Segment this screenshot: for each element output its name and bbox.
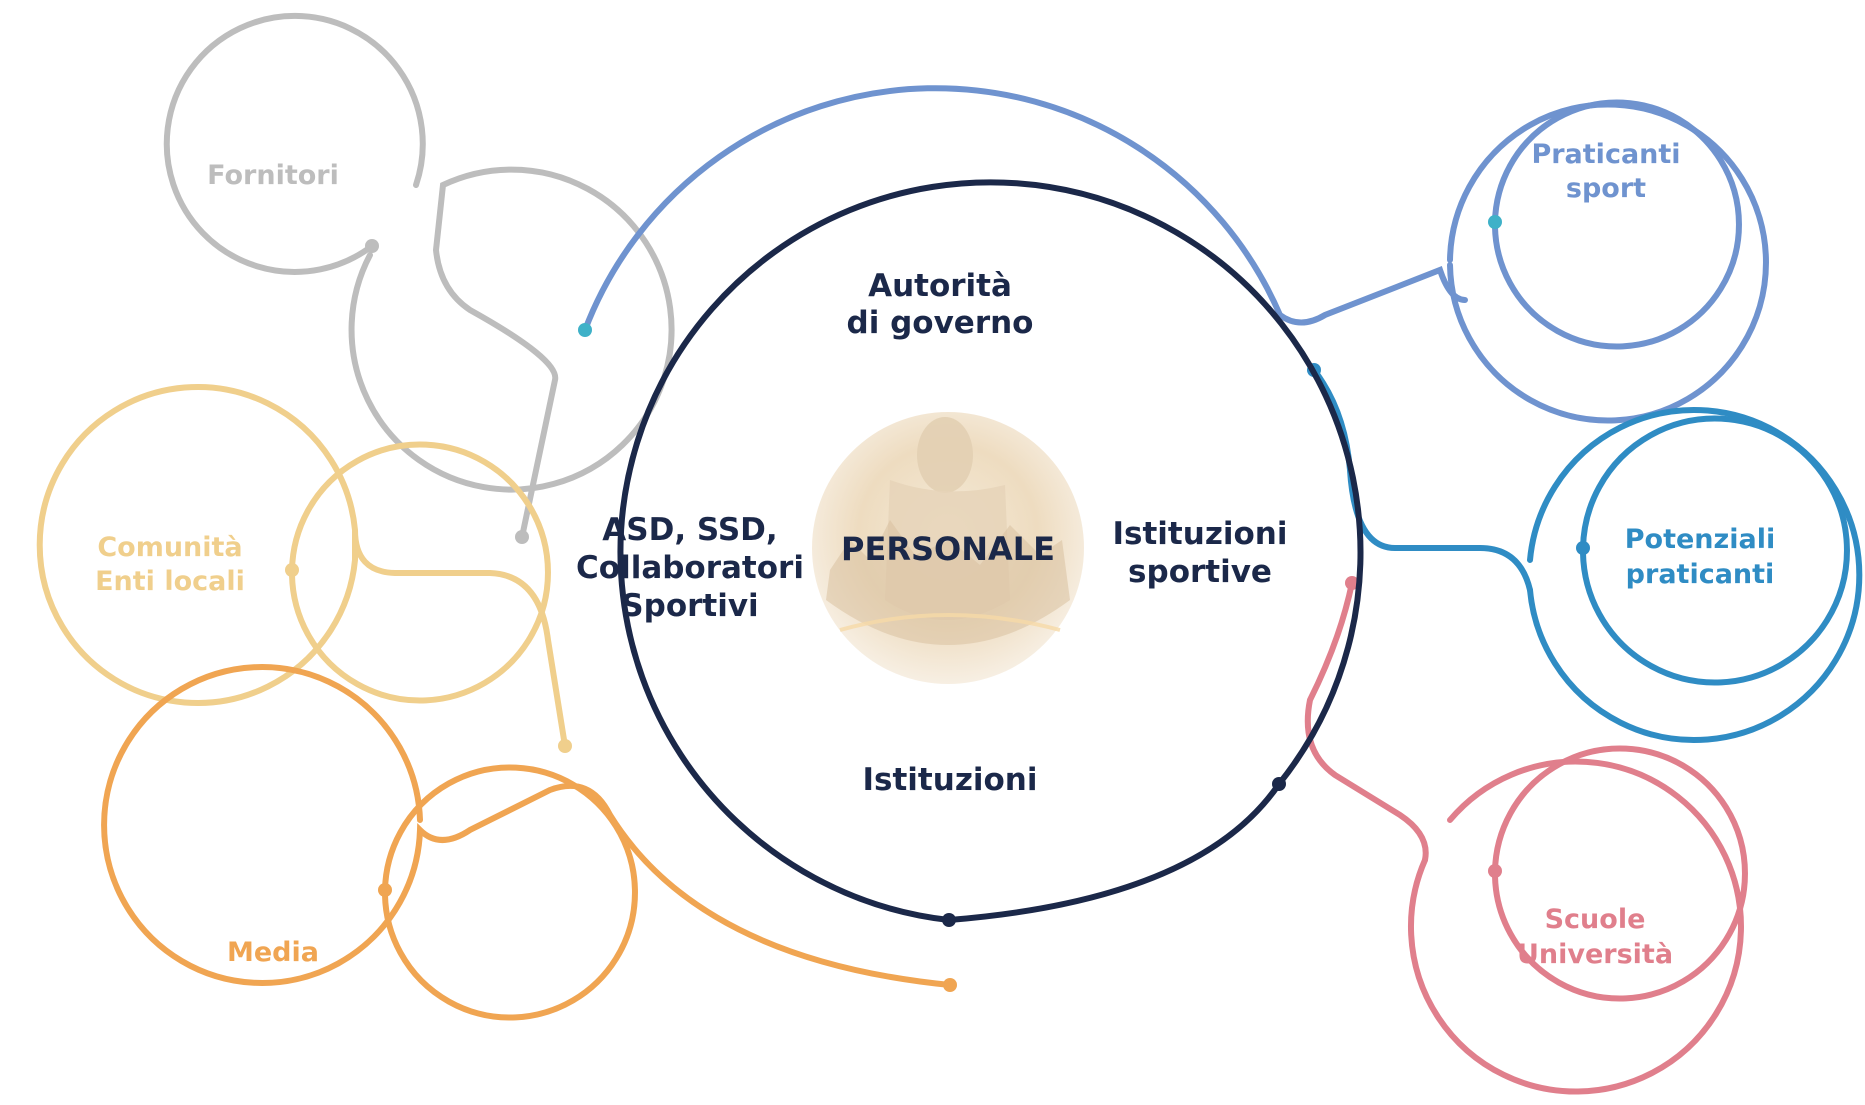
light-trails bbox=[839, 613, 1061, 632]
main-ring-path bbox=[617, 179, 1364, 923]
inner-label-left-line-3: Sportivi bbox=[621, 588, 758, 624]
comunita-label-line-1: Comunità bbox=[97, 532, 242, 563]
scuole-end-dot bbox=[1488, 864, 1502, 878]
media-end-dot bbox=[378, 883, 392, 897]
praticanti-node bbox=[578, 85, 1769, 424]
inner-label-top-line-1: Autorità bbox=[868, 268, 1012, 304]
inner-label-right-line-2: sportive bbox=[1128, 554, 1272, 590]
inner-label-left: ASD, SSD, Collaboratori Sportivi bbox=[576, 512, 804, 624]
praticanti-outer-ring bbox=[1447, 101, 1769, 424]
inner-label-top-line-2: di governo bbox=[847, 305, 1034, 341]
comunita-node bbox=[36, 384, 572, 753]
inner-label-left-line-1: ASD, SSD, bbox=[602, 512, 777, 548]
center-photo: PERSONALE bbox=[812, 412, 1084, 684]
main-ring-end-dot bbox=[1272, 777, 1286, 791]
main-ring-start-dot bbox=[942, 913, 956, 927]
scuole-label-line-2: Università bbox=[1517, 939, 1673, 970]
potenziali-label: Potenziali praticanti bbox=[1625, 524, 1775, 590]
inner-label-top: Autorità di governo bbox=[847, 268, 1034, 341]
praticanti-label-line-2: sport bbox=[1566, 173, 1646, 204]
inner-label-bottom-line-1: Istituzioni bbox=[863, 762, 1038, 798]
comunita-inner-spiral bbox=[289, 441, 551, 704]
praticanti-connector-dot bbox=[578, 323, 592, 337]
fornitori-outer-ring bbox=[348, 166, 675, 540]
media-node bbox=[101, 664, 957, 1021]
potenziali-inner-spiral bbox=[1580, 415, 1850, 686]
media-connector-dot bbox=[943, 978, 957, 992]
fornitori-inner-spiral bbox=[163, 12, 426, 275]
praticanti-inner-spiral bbox=[1492, 99, 1742, 350]
scuole-inner-spiral bbox=[1492, 745, 1748, 1002]
potenziali-outer-ring bbox=[1527, 407, 1863, 743]
main-ring bbox=[617, 179, 1364, 927]
athlete-silhouette bbox=[917, 417, 973, 493]
comunita-label: Comunità Enti locali bbox=[95, 532, 245, 597]
potenziali-end-dot bbox=[1576, 541, 1590, 555]
media-label: Media bbox=[227, 937, 319, 968]
inner-label-left-line-2: Collaboratori bbox=[576, 550, 804, 586]
media-inner-spiral bbox=[382, 764, 638, 1021]
scuole-connector-dot bbox=[1345, 576, 1359, 590]
praticanti-end-dot bbox=[1488, 215, 1502, 229]
media-label-line-1: Media bbox=[227, 937, 319, 968]
scuole-label: Scuole Università bbox=[1517, 904, 1673, 970]
potenziali-label-line-2: praticanti bbox=[1626, 559, 1775, 590]
fornitori-label-line-1: Fornitori bbox=[207, 160, 339, 191]
scuole-label-line-1: Scuole bbox=[1545, 904, 1646, 935]
fornitori-label: Fornitori bbox=[207, 160, 339, 191]
praticanti-label-line-1: Praticanti bbox=[1531, 139, 1680, 170]
inner-label-bottom: Istituzioni bbox=[863, 762, 1038, 798]
fornitori-node bbox=[163, 12, 675, 544]
potenziali-label-line-1: Potenziali bbox=[1625, 524, 1775, 555]
scuole-connector bbox=[1304, 580, 1429, 863]
inner-label-right-line-1: Istituzioni bbox=[1113, 516, 1288, 552]
city-skyline bbox=[826, 520, 1070, 645]
comunita-connector-dot bbox=[558, 739, 572, 753]
comunita-outer-ring bbox=[36, 384, 568, 749]
comunita-end-dot bbox=[285, 563, 299, 577]
scuole-outer-ring bbox=[1408, 758, 1744, 1095]
praticanti-outer-arc bbox=[582, 85, 1468, 333]
praticanti-label: Praticanti sport bbox=[1531, 139, 1680, 204]
potenziali-connector bbox=[1311, 367, 1533, 593]
scuole-node bbox=[1304, 576, 1748, 1095]
center-label: PERSONALE bbox=[841, 530, 1055, 568]
inner-label-right: Istituzioni sportive bbox=[1113, 516, 1288, 590]
main-ring-tail bbox=[946, 781, 1282, 923]
comunita-label-line-2: Enti locali bbox=[95, 566, 245, 597]
fornitori-end-dot bbox=[365, 239, 379, 253]
fornitori-connector-dot bbox=[515, 530, 529, 544]
